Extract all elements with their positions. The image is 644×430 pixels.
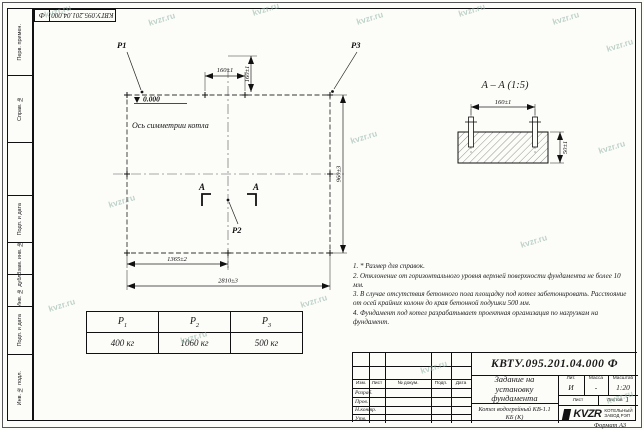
svg-text:160±1: 160±1 [244, 66, 251, 83]
strip-cell: Перв. примен. [8, 9, 32, 76]
sheet-cell: Лист [558, 395, 598, 405]
strip-cell: Взам. инв. № [8, 241, 32, 276]
anchor-label-p2: P2 [232, 225, 242, 235]
note-line: 3. В случае отсутствия бетонного пола пл… [353, 290, 627, 307]
mass-value: - [594, 383, 598, 392]
svg-text:160±1: 160±1 [495, 99, 512, 106]
mass-cell: Масса - [584, 375, 608, 395]
strip-label: Подп. и дата [17, 202, 23, 236]
section-dim-160: 160±1 [470, 99, 536, 115]
strip-cell: Инв. № дубл. [8, 273, 32, 308]
strip-cell: Подп. и дата [8, 307, 32, 355]
strip-label: Инв. № подл. [17, 370, 23, 406]
product-name: Котел водогрейный КВ-1.1 КБ (К) [478, 405, 551, 421]
kvzr-logo-mark-icon [562, 408, 572, 420]
scale-label: Масштаб [612, 376, 634, 381]
note-line: 1. * Размер для справок. [353, 262, 425, 270]
role-razrab: Разраб. [355, 389, 373, 396]
rotated-doc-code: КВТУ.095.201.04.000 [51, 11, 114, 20]
section-letter-left: А [198, 182, 205, 192]
dim-960: 960±3 [333, 94, 347, 254]
lit-label: Лит. [566, 376, 576, 381]
lit-cell: Лит. И [558, 375, 584, 395]
anchor-bolt-marks [124, 92, 333, 256]
strip-label: Справ. № [17, 96, 23, 122]
loads-table-header-row: Р1 Р2 Р3 [86, 311, 303, 333]
titleblock-doc-code: КВТУ.095.201.04.000 Ф [490, 358, 619, 370]
loads-value-p2: 1060 кг [158, 332, 231, 354]
rotated-doc-code-suffix: Ф [35, 10, 50, 21]
centerlines [113, 68, 347, 270]
dim-160-vertical: 160±1 [228, 55, 257, 92]
strip-label: Взам. инв. № [17, 241, 23, 276]
dim-160-top: 160±1 [204, 67, 246, 91]
leader-lines [126, 51, 358, 225]
strip-cell: Справ. № [8, 76, 32, 143]
kvzr-logo: KVZR [573, 408, 602, 420]
sheets-value: 1 [625, 396, 630, 404]
axis-of-symmetry-label: Ось симметрии котла [132, 121, 209, 130]
svg-text:50±1: 50±1 [562, 141, 569, 154]
svg-text:1365±2: 1365±2 [167, 256, 188, 263]
strip-cell: Подп. и дата [8, 195, 32, 243]
title-block: КВТУ.095.201.04.000 Ф Изм. Лист № докум.… [352, 352, 638, 423]
company-cell: KVZR КОТЕЛЬНЫЙ ЗАВОД РЭП [558, 405, 638, 423]
dim-2810: 2810±3 [126, 256, 331, 290]
technical-notes: 1. * Размер для справок. 2. Отклонение о… [353, 262, 633, 327]
level-mark-value: 0.000 [143, 95, 160, 104]
left-margin-strip: Перв. примен. Справ. № Подп. и дата Взам… [7, 8, 33, 421]
foundation-plan-drawing: P1 P3 P2 0.000 Ось симметрии котла 160±1… [113, 40, 361, 290]
drawing-frame [33, 8, 636, 421]
strip-label: Перв. примен. [17, 23, 23, 61]
col-data: Дата [455, 381, 467, 386]
loads-header-p3: Р3 [230, 311, 303, 333]
svg-text:160±1: 160±1 [217, 67, 234, 74]
col-list: Лист [371, 381, 383, 386]
rotated-doc-code-box: КВТУ.095.201.04.000 Ф [34, 9, 116, 22]
role-nkontr: Н.контр. [355, 407, 377, 413]
company-name: КОТЕЛЬНЫЙ ЗАВОД РЭП [604, 408, 633, 418]
dim-1365: 1365±2 [126, 256, 229, 268]
loads-header-p1: Р1 [86, 311, 159, 333]
format-label: Формат А3 [593, 422, 627, 429]
note-line: 4. Фундамент под котел разрабатывает про… [353, 308, 599, 326]
section-detail-drawing: 160±1 50±1 [457, 99, 569, 164]
col-docnum: № докум. [397, 381, 419, 386]
role-prov: Пров. [355, 398, 369, 405]
scale-cell: Масштаб 1:20 [608, 375, 638, 395]
sheet-label: Лист [572, 397, 584, 403]
svg-text:2810±3: 2810±3 [218, 278, 239, 285]
note-line: 2. Отклонение от горизонтального уровня … [353, 271, 621, 289]
strip-label: Инв. № дубл. [17, 273, 23, 308]
section-view-title: А – А (1:5) [481, 80, 529, 91]
anchor-label-p1: P1 [117, 40, 126, 50]
section-letter-right: А [252, 182, 259, 192]
loads-header-p2: Р2 [158, 311, 231, 333]
scale-value: 1:20 [616, 383, 630, 392]
loads-value-p3: 500 кг [230, 332, 303, 354]
section-dim-50: 50±1 [550, 131, 569, 164]
section-cut-marks [201, 193, 257, 206]
strip-cell: Инв. № подл. [8, 355, 32, 421]
sheets-label: Листов [606, 397, 623, 403]
lit-value: И [568, 383, 574, 392]
mass-label: Масса [588, 376, 604, 381]
sheets-cell: Листов 1 [598, 395, 638, 405]
loads-table: Р1 Р2 Р3 400 кг 1060 кг 500 кг [86, 311, 303, 354]
strip-label: Подп. и дата [17, 314, 23, 347]
anchor-label-p3: P3 [351, 40, 361, 50]
col-podp: Подп. [434, 381, 448, 386]
document-title: Задание на установку фундамента [491, 373, 538, 404]
level-mark-icon [134, 97, 187, 104]
loads-table-value-row: 400 кг 1060 кг 500 кг [86, 332, 303, 354]
svg-text:960±3: 960±3 [336, 165, 343, 182]
loads-value-p1: 400 кг [86, 332, 159, 354]
anchor-bolts [465, 116, 541, 148]
role-utv: Утв. [355, 415, 367, 422]
col-izm: Изм. [355, 381, 367, 386]
